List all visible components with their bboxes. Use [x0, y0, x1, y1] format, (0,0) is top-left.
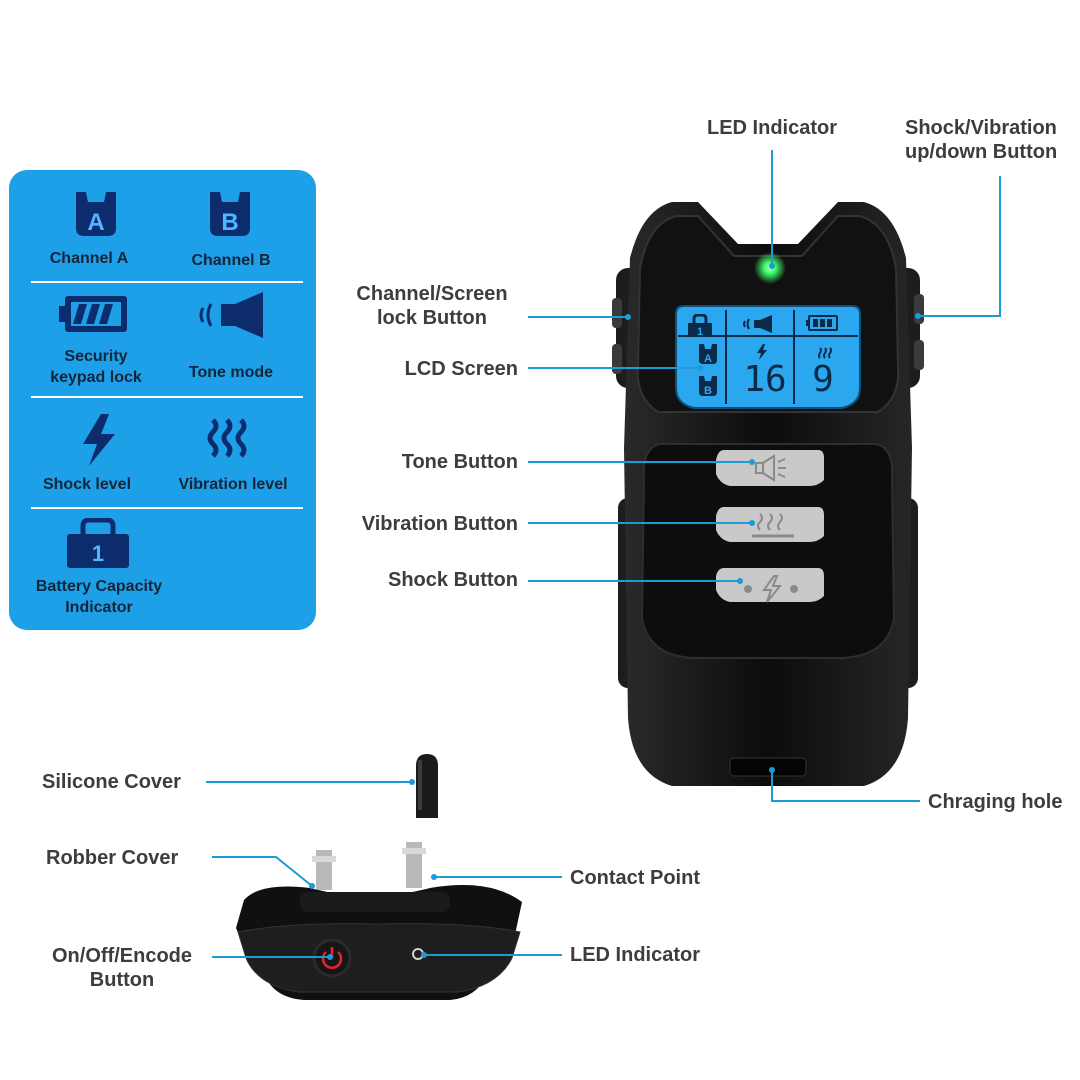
contact-point-label: Contact Point — [570, 867, 700, 889]
lcd-keypad-lock-icon: 1 — [686, 313, 714, 343]
security-keypad-lock-icon — [59, 292, 133, 341]
svg-text:A: A — [87, 209, 104, 236]
shock-level-caption: Shock level — [42, 476, 132, 493]
battery-capacity-caption: Battery Capacity Indicator — [35, 578, 163, 616]
shock-vibration-updown-label: Shock/Vibration up/down Button — [905, 117, 1058, 163]
battery-capacity-icon: 1 — [65, 517, 131, 575]
lcd-shock-small-icon — [756, 344, 768, 365]
legend-divider — [31, 396, 303, 398]
shock-button-label: Shock Button — [388, 569, 518, 591]
lcd-shock-value: 16 — [743, 359, 787, 400]
security-keypad-lock-caption: Security keypad lock — [50, 348, 142, 386]
lcd-battery-icon — [806, 314, 838, 337]
lcd-channel-a-icon: A — [697, 342, 719, 371]
collar-receiver — [230, 838, 528, 1013]
tone-button[interactable] — [754, 453, 790, 488]
channel-a-caption: Channel A — [49, 250, 129, 267]
lcd-screen-label: LCD Screen — [404, 358, 518, 380]
lightning-icon — [744, 575, 798, 603]
vibration-button-label: Vibration Button — [361, 513, 518, 535]
lcd-channel-b-icon: B — [697, 374, 719, 403]
vibration-button[interactable] — [750, 512, 796, 547]
robber-cover-label: Robber Cover — [46, 847, 179, 869]
icon-legend-panel: A Channel A B Channel B Security keypad … — [9, 170, 316, 630]
receiver-led-indicator-label: LED Indicator — [570, 944, 701, 966]
legend-divider — [31, 507, 303, 509]
charging-hole-label: Chraging hole — [928, 791, 1063, 813]
tone-button-label: Tone Button — [401, 451, 518, 473]
led-indicator-label: LED Indicator — [706, 117, 837, 139]
tone-mode-icon — [197, 290, 269, 345]
vibration-level-caption: Vibration level — [178, 476, 288, 493]
silicone-cover-label: Silicone Cover — [42, 771, 181, 793]
on-off-encode-label: On/Off/Encode Button — [52, 945, 192, 991]
shock-button[interactable] — [740, 574, 802, 609]
channel-b-icon: B — [206, 188, 254, 245]
tone-mode-caption: Tone mode — [188, 364, 274, 381]
channel-screen-lock-label: Channel/Screen lock Button — [356, 283, 508, 329]
silicone-cover — [412, 752, 442, 827]
vibration-waves-icon — [207, 416, 253, 465]
channel-b-caption: Channel B — [191, 252, 271, 269]
svg-text:B: B — [221, 209, 238, 236]
svg-text:1: 1 — [92, 541, 104, 566]
lcd-vibration-small-icon — [818, 346, 832, 364]
lcd-tone-icon — [742, 314, 776, 339]
lightning-icon — [79, 414, 119, 471]
svg-text:B: B — [704, 385, 712, 397]
vibration-icon — [752, 513, 794, 538]
channel-a-icon: A — [72, 188, 120, 245]
svg-text:A: A — [704, 353, 712, 365]
speaker-icon — [755, 454, 786, 482]
lcd-vibration-value: 9 — [812, 359, 834, 400]
legend-divider — [31, 281, 303, 283]
svg-text:1: 1 — [697, 326, 703, 338]
